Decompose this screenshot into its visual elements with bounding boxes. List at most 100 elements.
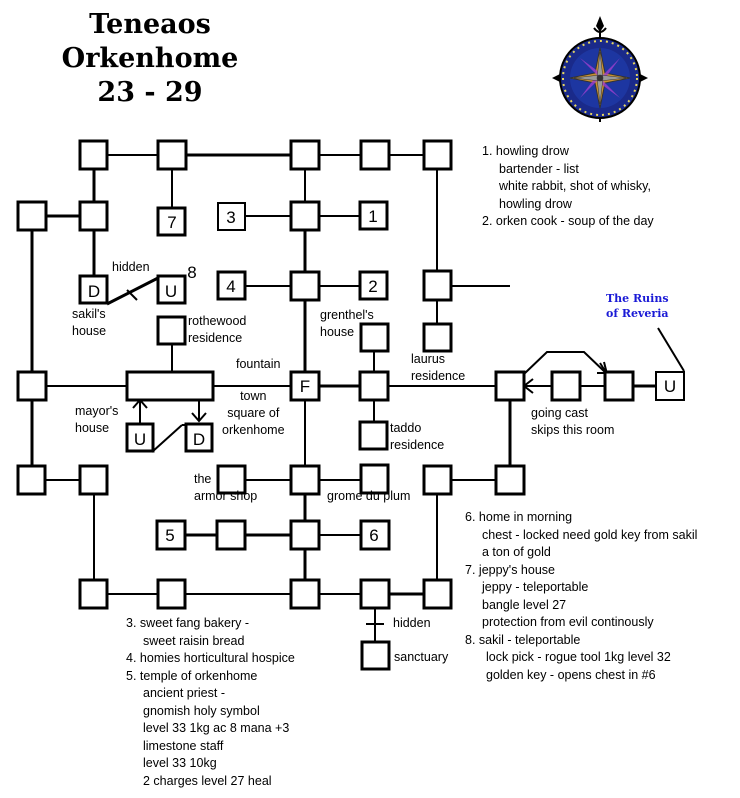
room[interactable] — [78, 200, 109, 232]
sanctuary-room[interactable] — [360, 640, 391, 671]
fountain-room[interactable] — [289, 370, 321, 402]
room[interactable] — [359, 139, 391, 171]
grome-room[interactable] — [359, 463, 390, 495]
grenthel-room[interactable] — [359, 322, 390, 353]
room[interactable] — [422, 578, 453, 610]
room-label-mayor-u: U — [134, 430, 146, 449]
room[interactable] — [494, 464, 526, 496]
room-6[interactable] — [359, 519, 391, 551]
label-line: taddo — [390, 421, 422, 435]
room[interactable] — [289, 139, 321, 171]
armor-shop-label: armor shop — [194, 489, 258, 503]
room[interactable] — [289, 200, 321, 232]
note-line: 2 charges level 27 heal — [143, 773, 272, 788]
label-line: of Reveria — [606, 307, 669, 320]
map-title: Teneaos Orkenhome 23 - 29 — [60, 8, 240, 110]
hidden-passage-label: hidden — [112, 260, 150, 274]
room[interactable] — [156, 139, 188, 171]
grome-du-plum-label: grome du plum — [327, 489, 411, 503]
label-line: mayor's — [75, 404, 119, 418]
room[interactable] — [78, 578, 109, 610]
label-line: house — [72, 324, 107, 338]
room-label-sakil-u: U — [165, 282, 177, 301]
room[interactable] — [422, 139, 453, 171]
room[interactable] — [359, 578, 391, 610]
armor-shop-room[interactable] — [216, 464, 247, 495]
note-line: protection from evil continously — [482, 615, 654, 629]
note-line: a ton of gold — [482, 545, 551, 559]
label-line: skips this room — [531, 423, 615, 437]
notes-rooms-1-2: 1. howling drow bartender - list white r… — [482, 143, 654, 231]
grenthels-house-label: grenthel's house — [320, 307, 374, 341]
note-line: gnomish holy symbol — [143, 703, 260, 718]
room[interactable] — [289, 270, 321, 302]
ruins-up-room[interactable] — [655, 371, 685, 401]
east-junction-room[interactable] — [494, 370, 526, 402]
sakil-down-room[interactable] — [78, 274, 109, 305]
room-label-mayor-d: D — [193, 430, 205, 449]
mayor-up-room[interactable] — [125, 422, 155, 453]
room-label-6: 6 — [369, 526, 378, 545]
room[interactable] — [156, 578, 187, 610]
taddo-room[interactable] — [358, 420, 389, 451]
label-line: town — [240, 389, 267, 403]
armor-shop-label-the: the — [194, 472, 212, 486]
sakils-house-label: sakil's house — [72, 306, 106, 340]
rothewood-room[interactable] — [156, 315, 187, 346]
room[interactable] — [422, 464, 453, 496]
ruins-of-reveria-link[interactable]: The Ruins of Reveria — [606, 291, 669, 321]
notes-rooms-3-5: 3. sweet fang bakery - sweet raisin brea… — [126, 615, 295, 790]
room-1[interactable] — [358, 200, 389, 231]
room[interactable] — [603, 370, 635, 402]
note-line: 2. orken cook - soup of the day — [482, 214, 654, 228]
room-2[interactable] — [358, 270, 389, 301]
title-zone: Teneaos — [89, 9, 211, 40]
room-label-2: 2 — [368, 277, 377, 296]
room[interactable] — [289, 578, 321, 610]
room[interactable] — [358, 370, 390, 402]
rooms — [16, 139, 685, 671]
room[interactable] — [78, 464, 109, 496]
room[interactable] — [550, 370, 582, 402]
note-line: 7. jeppy's house — [465, 562, 555, 577]
note-line: bartender - list — [499, 161, 579, 176]
note-line: 4. homies horticultural hospice — [126, 651, 295, 665]
room-label-sakil-d: D — [88, 282, 100, 301]
room[interactable] — [16, 370, 48, 402]
room[interactable] — [289, 464, 321, 496]
note-line: bangle level 27 — [482, 597, 567, 612]
room-label-fountain: F — [300, 377, 310, 396]
room-label-8: 8 — [187, 263, 196, 282]
mayors-house-label: mayor's house — [75, 403, 118, 437]
room-7[interactable] — [156, 206, 187, 237]
label-line: grenthel's — [320, 308, 374, 322]
note-line: howling drow — [499, 196, 572, 211]
note-line: 1. howling drow — [482, 144, 569, 158]
room[interactable] — [289, 519, 321, 551]
room[interactable] — [215, 519, 247, 551]
compass-rose-icon — [552, 16, 648, 122]
sanctuary-label: sanctuary — [394, 650, 449, 664]
room[interactable] — [16, 200, 48, 232]
room-5[interactable] — [155, 519, 187, 551]
title-level-range: 23 - 29 — [97, 77, 203, 108]
room-label-ruins-u: U — [664, 377, 676, 396]
label-line: laurus — [411, 352, 446, 366]
mayor-down-room[interactable] — [184, 422, 214, 453]
room-4[interactable] — [216, 270, 247, 301]
room[interactable] — [16, 464, 47, 496]
label-line: sakil's — [72, 307, 106, 321]
sakil-up-room[interactable] — [156, 274, 187, 305]
room-label-3: 3 — [226, 208, 235, 227]
label-line: residence — [411, 369, 466, 383]
note-line: chest - locked need gold key from sakil — [482, 527, 698, 542]
taddo-residence-label: taddo residence — [390, 420, 444, 454]
room-label-1: 1 — [368, 207, 377, 226]
room[interactable] — [78, 139, 109, 171]
room[interactable] — [422, 269, 453, 302]
mayor-hall-room[interactable] — [125, 370, 215, 402]
room-label-4: 4 — [226, 277, 235, 296]
room-3[interactable] — [217, 202, 246, 231]
laurus-room[interactable] — [422, 322, 453, 353]
label-line: orkenhome — [222, 423, 285, 437]
